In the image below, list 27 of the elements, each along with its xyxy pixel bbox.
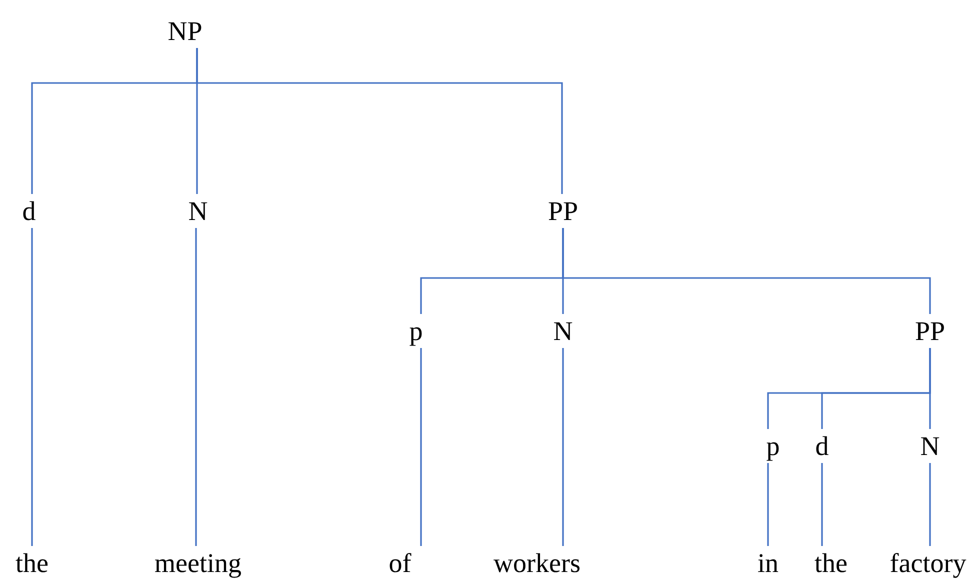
tree-branch bbox=[195, 228, 197, 546]
category-label: N bbox=[553, 316, 573, 346]
word-label: meeting bbox=[154, 548, 242, 578]
category-label: p bbox=[766, 431, 780, 461]
word-label: workers bbox=[494, 548, 580, 578]
word-label: the bbox=[814, 548, 848, 578]
category-label: d bbox=[22, 196, 36, 226]
category-label: N bbox=[188, 196, 208, 226]
category-label: N bbox=[920, 431, 940, 461]
tree-branch bbox=[420, 348, 422, 546]
tree-branch bbox=[929, 463, 931, 546]
word-label: of bbox=[388, 548, 412, 578]
word-label: the bbox=[16, 548, 48, 578]
tree-branch bbox=[196, 48, 563, 194]
category-label: PP bbox=[914, 316, 946, 346]
tree-branch bbox=[31, 228, 33, 546]
category-label: p bbox=[409, 316, 423, 346]
tree-branch bbox=[562, 228, 931, 314]
word-label: in bbox=[758, 548, 778, 578]
category-label: PP bbox=[548, 196, 578, 226]
tree-branch bbox=[821, 463, 823, 546]
category-label: d bbox=[815, 431, 829, 461]
tree-branch bbox=[929, 348, 931, 429]
tree-branch bbox=[767, 463, 769, 546]
word-label: factory bbox=[890, 548, 966, 578]
tree-branch bbox=[562, 348, 564, 546]
category-label: NP bbox=[168, 16, 202, 46]
